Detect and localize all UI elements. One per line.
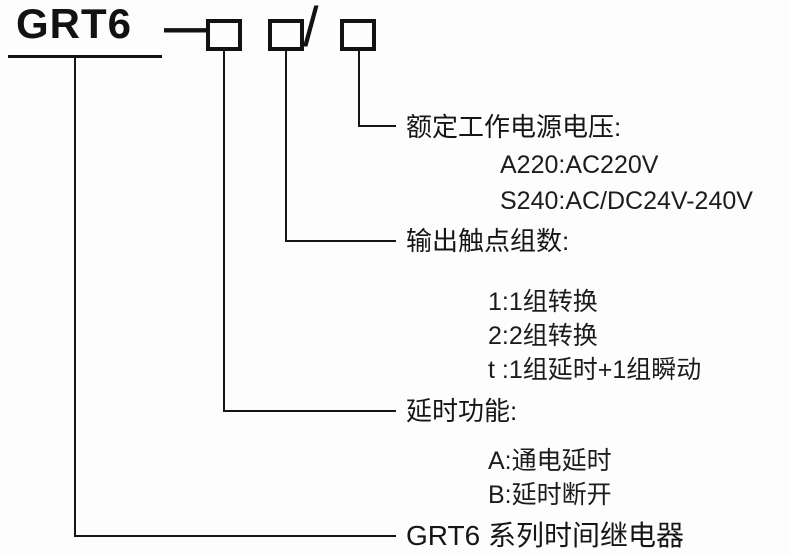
connector-series-vertical (74, 58, 76, 537)
connector-delay-horizontal (223, 410, 396, 412)
callout-item-delay-a: A:通电延时 (488, 447, 612, 475)
callout-item-delay-b: B:延时断开 (488, 481, 612, 509)
connector-voltage-horizontal (358, 125, 396, 127)
placeholder-box-voltage (340, 19, 376, 51)
model-prefix-underline (8, 55, 162, 58)
connector-delay-vertical (223, 49, 225, 412)
callout-item-contacts-1: 1:1组转换 (488, 288, 598, 316)
callout-label-delay: 延时功能: (406, 396, 518, 426)
callout-item-contacts-2: 2:2组转换 (488, 322, 598, 350)
connector-contacts-vertical (285, 49, 287, 242)
connector-voltage-vertical (358, 49, 360, 127)
callout-label-series: GRT6 系列时间继电器 (406, 520, 684, 551)
connector-contacts-horizontal (285, 240, 396, 242)
dash-separator: — (164, 3, 208, 52)
placeholder-box-contact-groups (268, 19, 304, 51)
callout-label-voltage: 额定工作电源电压: (406, 112, 622, 142)
callout-item-voltage-s240: S240:AC/DC24V-240V (500, 187, 753, 215)
callout-item-voltage-a220: A220:AC220V (500, 151, 659, 179)
placeholder-box-delay-function (206, 19, 242, 51)
connector-series-horizontal (74, 535, 396, 537)
model-prefix: GRT6 (16, 0, 133, 47)
callout-label-contacts: 输出触点组数: (406, 226, 570, 256)
slash-separator: / (303, 0, 319, 58)
callout-item-contacts-t: t :1组延时+1组瞬动 (488, 356, 702, 384)
